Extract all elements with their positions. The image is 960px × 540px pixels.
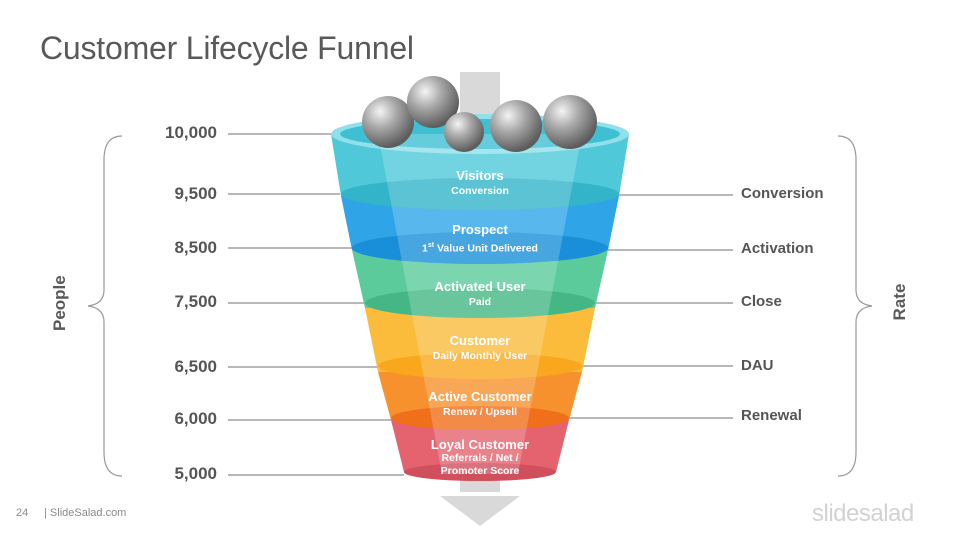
- rate-label: Activation: [741, 240, 814, 257]
- funnel-stage-active-customer: [378, 372, 582, 430]
- rate-leader-lines: [568, 194, 733, 419]
- people-value: 7,500: [174, 292, 217, 311]
- left-brace: [87, 135, 123, 477]
- footer-source: | SlideSalad.com: [44, 507, 127, 519]
- people-value: 6,000: [174, 409, 217, 428]
- ball-icon: [543, 95, 597, 149]
- funnel-stage-activated-user: [352, 250, 608, 318]
- stage-sub-loyal-customer: Promoter Score: [440, 465, 520, 477]
- ball-icon: [362, 96, 414, 148]
- people-value: 6,500: [174, 357, 217, 376]
- visitor-balls: [362, 76, 597, 152]
- right-brace: [837, 135, 873, 477]
- stage-sub-activated-user: Paid: [468, 296, 492, 308]
- rate-label: Conversion: [741, 185, 824, 202]
- stage-sub-prospect: 1st Value Unit Delivered: [422, 242, 538, 255]
- stage-title-active-customer: Active Customer: [428, 389, 532, 404]
- slide-title: Customer Lifecycle Funnel: [40, 30, 414, 66]
- people-value: 10,000: [165, 123, 217, 142]
- people-value: 5,000: [174, 464, 217, 483]
- ball-icon: [444, 112, 484, 152]
- stage-title-customer: Customer: [449, 333, 511, 348]
- stage-title-activated-user: Activated User: [434, 279, 526, 294]
- people-value: 8,500: [174, 238, 217, 257]
- stage-title-prospect: Prospect: [452, 222, 508, 237]
- people-value: 9,500: [174, 184, 217, 203]
- funnel-stage-prospect: [341, 196, 619, 264]
- stage-sub-loyal-customer: Referrals / Net /: [441, 452, 519, 464]
- people-leader-lines: [228, 133, 404, 476]
- funnel-stage-loyal-customer: [391, 420, 569, 481]
- ball-icon: [407, 76, 459, 128]
- stage-title-loyal-customer: Loyal Customer: [430, 437, 530, 452]
- funnel-center-highlight: [378, 134, 582, 474]
- rate-axis-label: Rate: [890, 283, 909, 321]
- funnel-stage-customer: [365, 308, 595, 379]
- brand-logo: slidesalad: [812, 500, 914, 527]
- rate-label: Close: [741, 293, 782, 310]
- stage-sub-customer: Daily Monthly User: [432, 350, 528, 362]
- ball-icon: [490, 100, 542, 152]
- page-number: 24: [16, 507, 29, 519]
- rate-label: Renewal: [741, 407, 802, 424]
- stage-sub-visitors: Conversion: [451, 185, 509, 197]
- down-arrow-head: [440, 496, 520, 526]
- rate-label: DAU: [741, 357, 774, 374]
- people-axis-label: People: [50, 275, 69, 331]
- stage-sub-active-customer: Renew / Upsell: [442, 406, 518, 418]
- stage-title-visitors: Visitors: [456, 168, 504, 183]
